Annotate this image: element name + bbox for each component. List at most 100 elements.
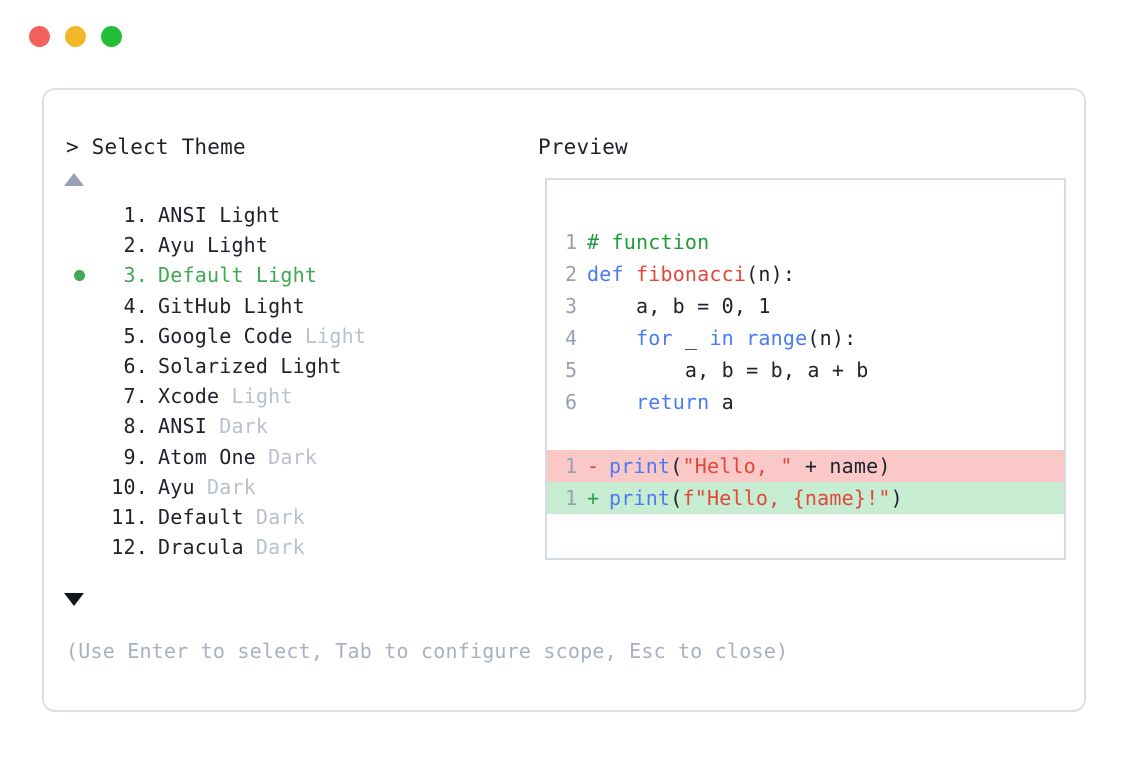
code-line-number: 5 xyxy=(565,358,578,382)
code-token xyxy=(734,326,746,350)
theme-item-name: Default Light xyxy=(158,263,318,288)
keyboard-hint: (Use Enter to select, Tab to configure s… xyxy=(66,639,789,663)
code-token: a xyxy=(709,390,734,414)
diff-line-add: 1+print(f"Hello, {name}!") xyxy=(547,482,1064,514)
code-token: for xyxy=(635,326,673,350)
page-title: > Select Theme xyxy=(66,135,246,159)
scroll-down-icon[interactable] xyxy=(64,593,84,606)
diff-line-number: 1 xyxy=(565,454,578,478)
theme-item-index: 9. xyxy=(123,444,148,469)
theme-item-name: Ayu xyxy=(158,474,195,499)
selection-bullet-slot xyxy=(66,240,102,251)
code-line: 5 a, b = b, a + b xyxy=(547,354,1064,386)
diff-line-text: print(f"Hello, {name}!") xyxy=(609,482,903,514)
selection-bullet-slot xyxy=(66,451,102,462)
theme-item-index: 2. xyxy=(123,233,148,258)
selection-bullet-slot xyxy=(66,511,102,522)
theme-list-item[interactable]: 11. Default Dark xyxy=(66,502,506,532)
theme-list-item[interactable]: 6.Solarized Light xyxy=(66,351,506,381)
selection-bullet-slot xyxy=(66,210,102,221)
theme-item-variant: Light xyxy=(219,384,293,409)
selection-bullet-slot xyxy=(66,330,102,341)
theme-item-index: 3. xyxy=(123,263,148,288)
theme-list-item[interactable]: 3. Default Light xyxy=(66,260,506,290)
theme-list-item[interactable]: 12. Dracula Dark xyxy=(66,532,506,562)
code-token: a, b = b, a + b xyxy=(587,358,869,382)
maximize-button[interactable] xyxy=(101,25,122,47)
selection-bullet-slot xyxy=(66,421,102,432)
selection-bullet-slot xyxy=(66,269,102,281)
theme-list-item[interactable]: 2. Ayu Light xyxy=(66,230,506,260)
selection-bullet-slot xyxy=(66,481,102,492)
code-line-text: a, b = b, a + b xyxy=(587,354,869,386)
theme-list-item[interactable]: 1. ANSI Light xyxy=(66,200,506,230)
theme-item-index: 8. xyxy=(123,414,148,439)
minimize-button[interactable] xyxy=(65,25,86,47)
selection-bullet-slot xyxy=(66,542,102,553)
theme-item-index: 11. xyxy=(111,504,148,529)
code-line-text: return a xyxy=(587,386,734,418)
code-token: return xyxy=(635,390,710,414)
theme-item-variant: Dark xyxy=(243,504,305,529)
code-token: _ xyxy=(672,326,710,350)
code-token: ( xyxy=(670,486,683,510)
selection-bullet-slot xyxy=(66,391,102,402)
code-line: 2 def fibonacci(n): xyxy=(547,258,1064,290)
theme-item-name: Default xyxy=(158,504,244,529)
theme-item-name: ANSI xyxy=(158,414,207,439)
code-line-number: 4 xyxy=(565,326,578,350)
scroll-up-icon[interactable] xyxy=(64,173,84,186)
theme-item-name: Ayu Light xyxy=(158,233,269,258)
theme-item-index: 1. xyxy=(123,203,148,227)
code-line-number: 2 xyxy=(565,262,578,286)
theme-item-variant: Dark xyxy=(194,474,256,499)
code-line-text: a, b = 0, 1 xyxy=(587,290,771,322)
code-token: fibonacci xyxy=(635,262,747,286)
code-line-text: for _ in range(n): xyxy=(587,322,856,354)
code-token: (n): xyxy=(807,326,857,350)
theme-item-index: 5. xyxy=(123,323,148,348)
diff-line-text: print("Hello, " + name) xyxy=(609,450,891,482)
theme-item-variant: Dark xyxy=(243,535,305,560)
theme-item-index: 4. xyxy=(123,293,148,318)
traffic-lights xyxy=(29,25,122,47)
selection-bullet-slot xyxy=(66,361,102,372)
theme-item-index: 12. xyxy=(111,535,148,560)
theme-item-name: Atom One xyxy=(158,444,256,469)
diff-marker: - xyxy=(587,454,600,478)
preview-title: Preview xyxy=(538,135,628,159)
code-token: range xyxy=(746,326,808,350)
theme-item-name: Solarized Light xyxy=(158,353,342,378)
theme-item-name: ANSI Light xyxy=(158,203,281,227)
selected-bullet-icon xyxy=(74,269,85,281)
code-token: f"Hello, {name}!" xyxy=(682,486,891,510)
code-line-text: # function xyxy=(587,226,709,258)
theme-list-item[interactable]: 9.Atom One Dark xyxy=(66,442,506,472)
selection-bullet-slot xyxy=(66,300,102,311)
code-token: in xyxy=(709,326,734,350)
theme-list-item[interactable]: 8.ANSI Dark xyxy=(66,411,506,441)
theme-list-item[interactable]: 10.Ayu Dark xyxy=(66,472,506,502)
code-token: + name) xyxy=(792,454,891,478)
close-button[interactable] xyxy=(29,25,50,47)
theme-list-item[interactable]: 5.Google Code Light xyxy=(66,321,506,351)
code-line: 1 # function xyxy=(547,226,1064,258)
theme-item-variant: Light xyxy=(292,323,367,348)
code-token: ) xyxy=(890,486,903,510)
theme-list-item[interactable]: 4.GitHub Light xyxy=(66,291,506,321)
code-line-number: 1 xyxy=(565,230,578,254)
theme-list-item[interactable]: 7.Xcode Light xyxy=(66,381,506,411)
code-line-number: 3 xyxy=(565,294,578,318)
theme-item-name: Dracula xyxy=(158,535,244,560)
code-token: (n): xyxy=(746,262,796,286)
code-token: print xyxy=(609,454,671,478)
code-blank-line xyxy=(547,418,1064,450)
theme-picker-panel: > Select Theme Preview 1. ANSI Light 2. Ayu… xyxy=(42,88,1086,712)
code-line-text: def fibonacci(n): xyxy=(587,258,795,290)
code-token: def xyxy=(587,262,636,286)
diff-marker: + xyxy=(587,486,600,510)
code-line: 4 for _ in range(n): xyxy=(547,322,1064,354)
